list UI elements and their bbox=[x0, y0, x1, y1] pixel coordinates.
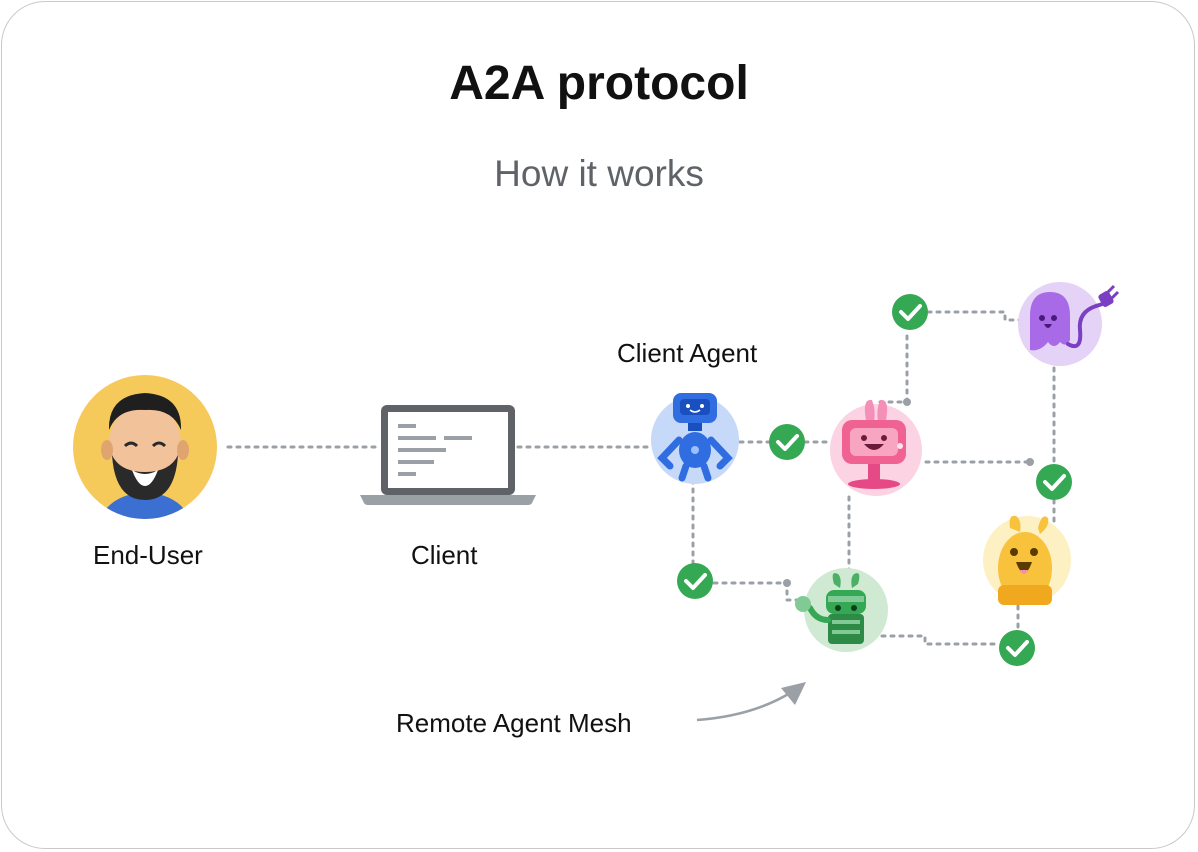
laptop-icon bbox=[360, 405, 536, 505]
diagram-title: A2A protocol bbox=[449, 57, 749, 110]
connector-pink-check-top bbox=[878, 330, 909, 404]
check-icon bbox=[999, 630, 1035, 666]
connector-check-green bbox=[712, 581, 808, 602]
check-icon bbox=[769, 424, 805, 460]
check-icon bbox=[892, 294, 928, 330]
end-user-label: End-User bbox=[93, 540, 203, 570]
connector-check-purple bbox=[926, 310, 1022, 322]
client-agent-label: Client Agent bbox=[617, 338, 758, 368]
yellow-agent-icon bbox=[983, 515, 1071, 605]
green-agent-icon bbox=[795, 568, 888, 652]
junction-dots bbox=[783, 398, 1034, 587]
remote-agent-mesh-label: Remote Agent Mesh bbox=[396, 708, 632, 738]
client-agent-robot-icon bbox=[651, 393, 739, 484]
check-icon bbox=[1036, 464, 1072, 500]
client-label: Client bbox=[411, 540, 478, 570]
check-icons bbox=[677, 294, 1072, 666]
end-user-avatar-icon bbox=[73, 375, 217, 519]
arrow-icon bbox=[696, 682, 806, 722]
check-icon bbox=[677, 563, 713, 599]
pink-agent-icon bbox=[830, 399, 922, 496]
connector-green-check bbox=[880, 634, 1000, 646]
diagram-subtitle: How it works bbox=[494, 153, 704, 194]
purple-agent-icon bbox=[1018, 282, 1120, 366]
